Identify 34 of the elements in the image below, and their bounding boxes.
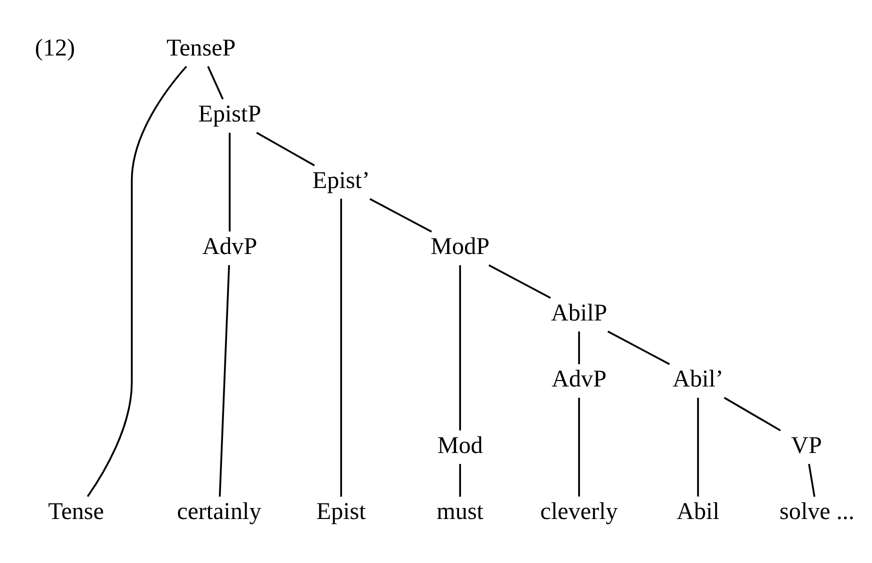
connector: [228, 132, 231, 232]
node-text: solve ...: [780, 499, 854, 526]
node-text: Abil: [676, 499, 720, 526]
connector: [488, 264, 551, 299]
node-text: must: [436, 499, 484, 526]
node-text: Epist’: [312, 168, 370, 194]
connector: [808, 464, 816, 497]
node-text: EpistP: [198, 102, 262, 128]
node-text: Epist: [316, 499, 366, 526]
node-text: ModP: [430, 234, 490, 260]
node-text: Mod: [437, 432, 483, 459]
connector: [340, 198, 342, 497]
connector: [459, 265, 461, 430]
connector: [578, 331, 580, 364]
node-text: AbilP: [550, 300, 608, 326]
node-text: AdvP: [552, 366, 606, 393]
connector: [459, 464, 461, 497]
connector: [607, 330, 670, 366]
node-text: TenseP: [166, 35, 236, 62]
node-text: Tense: [48, 499, 104, 526]
connector: [697, 398, 699, 497]
connector: [207, 66, 224, 100]
node-text: VP: [791, 432, 822, 459]
connector: [724, 396, 781, 432]
connector: [218, 265, 230, 497]
connector: [256, 132, 315, 166]
connector: [86, 66, 188, 497]
connector: [370, 198, 432, 232]
label: (12): [34, 35, 76, 62]
connector: [578, 398, 580, 497]
node-text: cleverly: [540, 499, 618, 526]
node-text: Abil’: [672, 366, 724, 393]
node-text: certainly: [177, 499, 262, 526]
node-text: AdvP: [202, 234, 258, 260]
